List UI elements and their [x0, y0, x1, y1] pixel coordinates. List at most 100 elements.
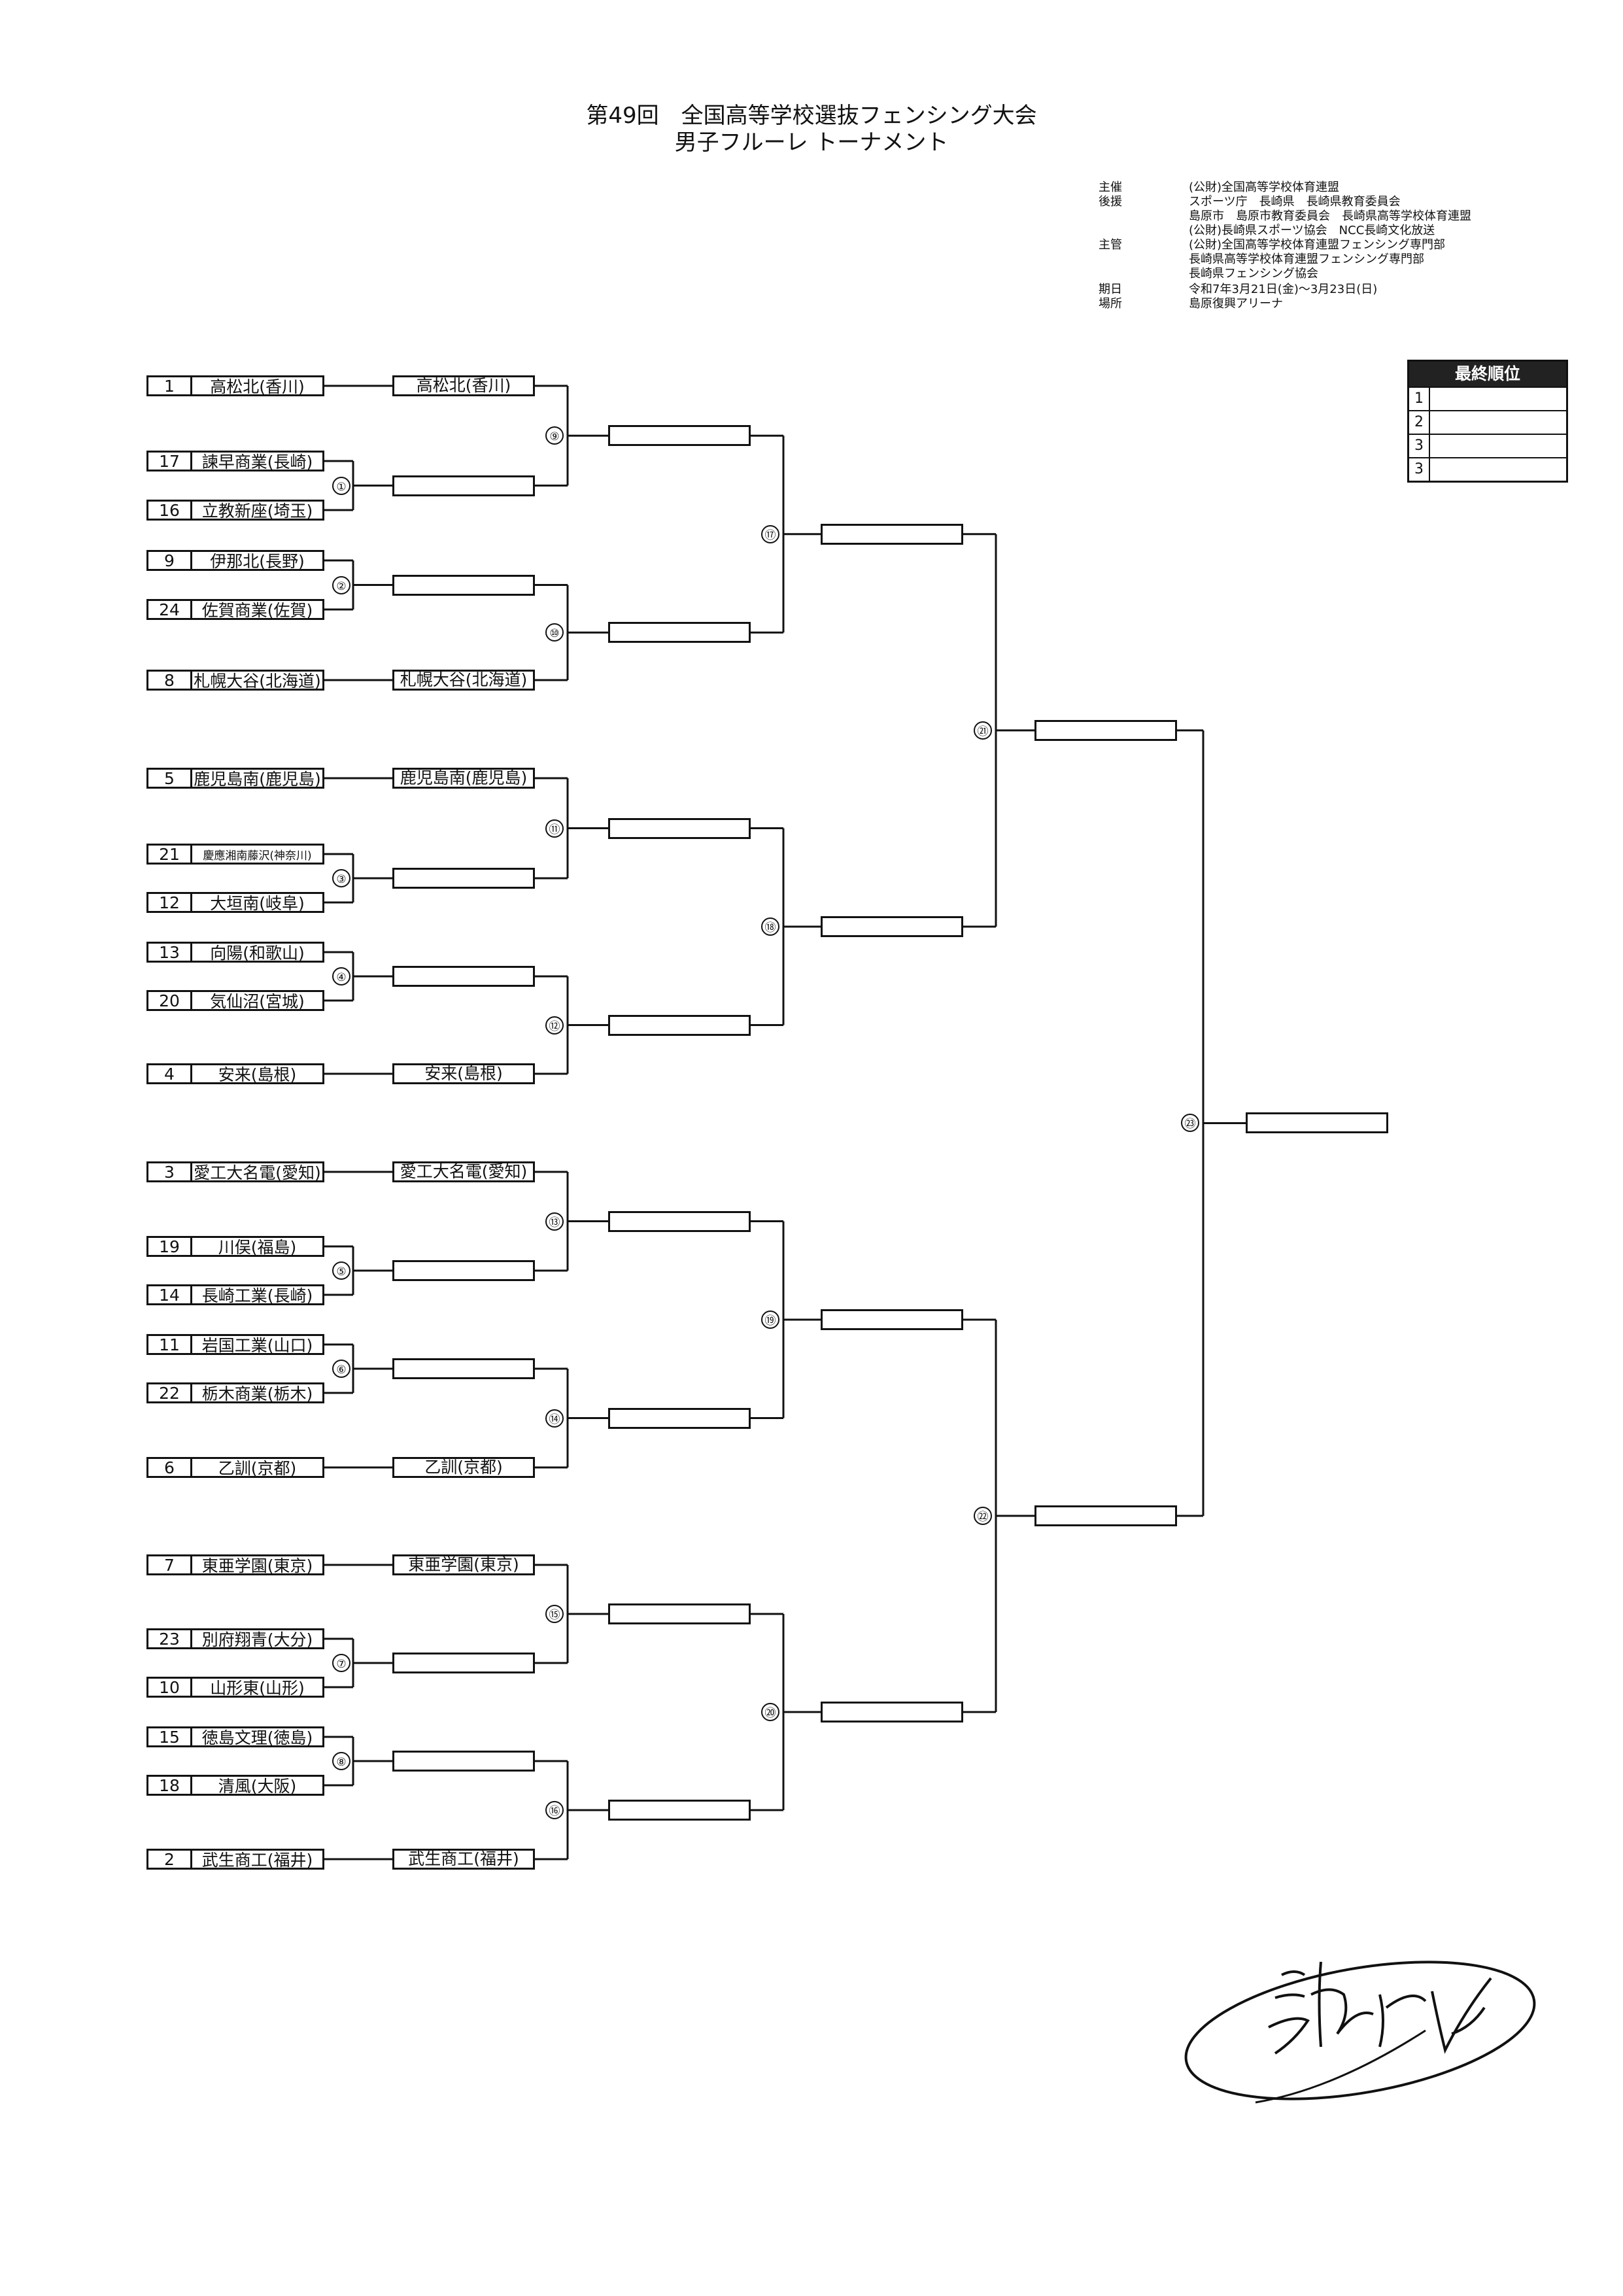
match-winner-box: [392, 574, 535, 596]
match-winner-box: [608, 622, 751, 643]
rank-number: 3: [1409, 435, 1430, 457]
match-number: ⑪: [545, 819, 564, 838]
org-text: (公財)長崎県スポーツ協会 NCC長崎文化放送: [1189, 224, 1435, 237]
bye-advance-box: 愛工大名電(愛知): [392, 1161, 535, 1182]
bye-advance-box: 鹿児島南(鹿児島): [392, 768, 535, 789]
seed-number: 9: [148, 551, 192, 570]
semifinal-winner-box: [1034, 719, 1177, 741]
entry-seed-box: 24 佐賀商業(佐賀): [146, 599, 324, 620]
match-winner-box: [821, 523, 963, 545]
team-name: 愛工大名電(愛知): [194, 1163, 321, 1182]
match-winner-box: [608, 1014, 751, 1036]
match-winner-box: [608, 1603, 751, 1624]
bye-advance-box: 乙訓(京都): [392, 1457, 535, 1478]
org-row-support-2: 島原市 島原市教育委員会 長崎県高等学校体育連盟: [1099, 209, 1471, 223]
match-number: ④: [332, 967, 350, 985]
match-number: ⑳: [761, 1703, 779, 1721]
match-winner-box: [392, 868, 535, 889]
team-name: 佐賀商業(佐賀): [201, 601, 313, 620]
org-label: 後援: [1099, 195, 1122, 209]
entry-seed-box: 13 向陽(和歌山): [146, 942, 324, 963]
seed-number: 4: [148, 1065, 192, 1084]
entry-seed-box: 4 安来(島根): [146, 1063, 324, 1084]
match-winner-box: [392, 475, 535, 496]
seed-number: 19: [148, 1237, 192, 1256]
org-text: 令和7年3月21日(金)〜3月23日(日): [1189, 283, 1378, 296]
match-number: ①: [332, 476, 350, 495]
org-row-management: 主管 (公財)全国高等学校体育連盟フェンシング専門部: [1099, 238, 1445, 252]
page-title: 第49回 全国高等学校選抜フェンシング大会: [586, 103, 1037, 129]
match-number: ⑧: [332, 1752, 350, 1770]
match-number: ㉒: [974, 1507, 992, 1525]
match-number: ㉓: [1181, 1114, 1199, 1133]
seed-number: 3: [148, 1163, 192, 1182]
seed-number: 7: [148, 1556, 192, 1575]
org-row-support-3: (公財)長崎県スポーツ協会 NCC長崎文化放送: [1099, 224, 1435, 237]
seed-number: 5: [148, 769, 192, 788]
seed-number: 14: [148, 1286, 192, 1305]
rank-number: 1: [1409, 388, 1430, 410]
match-winner-box: [392, 1358, 535, 1379]
org-label: 主管: [1099, 238, 1122, 252]
team-name: 向陽(和歌山): [210, 944, 305, 963]
org-row-management-3: 長崎県フェンシング協会: [1099, 267, 1318, 281]
match-winner-box: [392, 1653, 535, 1673]
bye-advance-box: 武生商工(福井): [392, 1849, 535, 1870]
seed-number: 17: [148, 452, 192, 471]
team-name: 安来(島根): [218, 1065, 297, 1084]
org-label: 期日: [1099, 283, 1122, 296]
seed-number: 6: [148, 1458, 192, 1477]
final-ranking-table: 最終順位 1 2 3 3: [1407, 360, 1568, 483]
seed-number: 10: [148, 1678, 192, 1697]
org-text: (公財)全国高等学校体育連盟: [1189, 180, 1340, 194]
team-name: 気仙沼(宮城): [210, 992, 305, 1011]
seed-number: 20: [148, 991, 192, 1010]
team-name: 山形東(山形): [210, 1679, 305, 1698]
seed-number: 13: [148, 943, 192, 962]
team-name: 慶應湘南藤沢(神奈川): [203, 849, 312, 863]
org-row-venue: 場所 島原復興アリーナ: [1099, 297, 1283, 311]
seed-number: 15: [148, 1728, 192, 1747]
bye-advance-box: 安来(島根): [392, 1063, 535, 1084]
seed-number: 12: [148, 893, 192, 912]
seed-number: 22: [148, 1384, 192, 1403]
seed-number: 24: [148, 600, 192, 619]
signature: [1184, 1961, 1536, 2104]
org-label: 主催: [1099, 180, 1122, 194]
match-winner-box: [608, 1407, 751, 1429]
org-row-host: 主催 (公財)全国高等学校体育連盟: [1099, 180, 1339, 194]
seed-number: 16: [148, 501, 192, 520]
match-number: ⑦: [332, 1654, 350, 1672]
match-number: ⑫: [545, 1016, 564, 1035]
team-name: 岩国工業(山口): [201, 1336, 313, 1355]
org-text: 長崎県フェンシング協会: [1189, 267, 1318, 281]
org-row-date: 期日 令和7年3月21日(金)〜3月23日(日): [1099, 283, 1377, 296]
seed-number: 11: [148, 1335, 192, 1354]
page-subtitle: 男子フルーレ トーナメント: [674, 129, 949, 156]
team-name: 立教新座(埼玉): [201, 502, 313, 521]
entry-seed-box: 16 立教新座(埼玉): [146, 500, 324, 521]
ranking-row: 3: [1409, 457, 1566, 481]
match-winner-box: [608, 425, 751, 447]
entry-seed-box: 11 岩国工業(山口): [146, 1334, 324, 1355]
match-number: ⑰: [761, 524, 779, 543]
match-number: ㉑: [974, 721, 992, 740]
org-text: (公財)全国高等学校体育連盟フェンシング専門部: [1189, 238, 1446, 252]
entry-seed-box: 10 山形東(山形): [146, 1677, 324, 1698]
org-text: スポーツ庁 長崎県 長崎県教育委員会: [1189, 195, 1401, 209]
match-winner-box: [608, 1800, 751, 1821]
team-name: 東亜学園(東京): [201, 1556, 313, 1575]
team-name: 諫早商業(長崎): [201, 453, 313, 471]
